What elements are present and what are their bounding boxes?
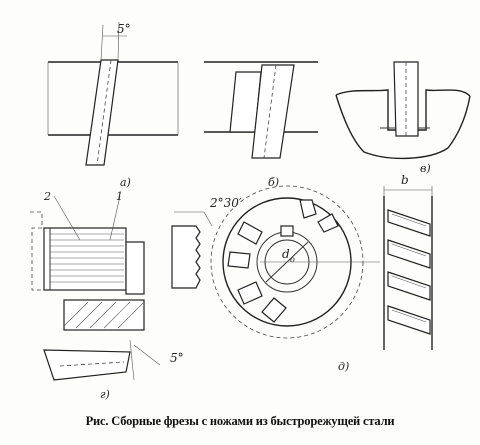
- view-a: 5° а): [47, 21, 179, 189]
- view-v: в): [335, 61, 471, 175]
- diameter-subscript: o: [290, 255, 295, 264]
- label-b: б): [268, 176, 279, 189]
- view-d: 2°30′ d o b: [171, 173, 433, 373]
- label-2: 2: [43, 190, 51, 203]
- label-v: в): [420, 162, 431, 175]
- label-g: г): [100, 388, 110, 401]
- angle-label-d: 2°30′: [209, 196, 242, 210]
- label-d: д): [338, 360, 349, 373]
- hatching: [63, 301, 144, 329]
- side-view-knives: [387, 209, 431, 335]
- angle-label-a: 5°: [117, 22, 131, 36]
- view-b: б): [204, 61, 318, 189]
- view-g: 2 1 5° г): [30, 190, 184, 401]
- angle-label-g: 5°: [170, 351, 184, 365]
- width-label: b: [401, 173, 409, 187]
- serrations: [50, 233, 124, 283]
- diameter-label: d: [282, 247, 290, 261]
- label-1: 1: [116, 190, 123, 203]
- figure-caption: Рис. Сборные фрезы с ножами из быстрореж…: [85, 414, 395, 428]
- label-a: а): [120, 176, 131, 189]
